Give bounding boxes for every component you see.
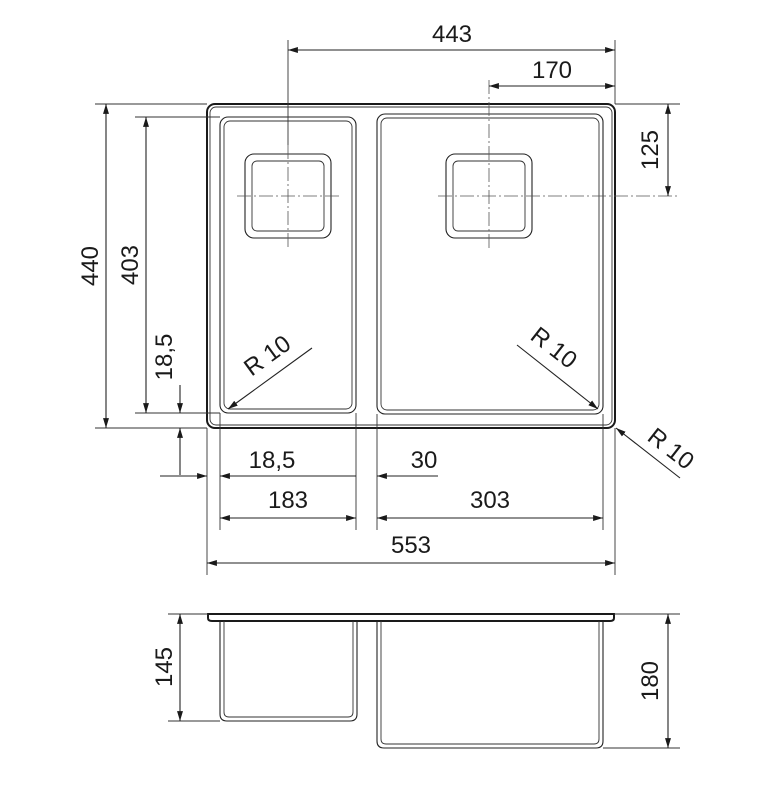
small-drain-inner: [251, 160, 325, 232]
side-view: 145 180: [151, 613, 680, 749]
dim-label-30: 30: [411, 447, 438, 474]
side-small-bowl: [219, 621, 358, 722]
large-bowl: [376, 113, 604, 415]
large-bowl-inner: [380, 117, 600, 411]
dim-label-440: 440: [77, 246, 104, 286]
side-small-bowl-inner: [223, 621, 354, 718]
dim-label-18-5-vertical: 18,5: [151, 334, 178, 381]
outer-rim-inner: [209, 106, 613, 426]
radius-leader-outer: [615, 427, 681, 479]
dim-label-403: 403: [117, 245, 144, 285]
dim-label-170: 170: [532, 57, 572, 84]
radius-label-large-bowl: R 10: [525, 322, 582, 374]
radius-label-outer: R 10: [642, 423, 699, 475]
outer-rim: [206, 103, 616, 429]
dim-label-183: 183: [268, 487, 308, 514]
dim-label-125: 125: [637, 130, 664, 170]
side-large-bowl-inner: [380, 621, 600, 745]
side-rim: [207, 613, 615, 622]
side-large-bowl: [376, 621, 604, 749]
dim-label-303: 303: [470, 487, 510, 514]
dim-label-18-5-horizontal: 18,5: [249, 447, 296, 474]
dim-label-553: 553: [391, 532, 431, 559]
radius-label-small-bowl: R 10: [239, 330, 296, 382]
dim-label-180: 180: [637, 661, 664, 701]
dim-label-145: 145: [151, 647, 178, 687]
dim-label-443: 443: [432, 21, 472, 48]
radius-leader-small-bowl: [227, 347, 313, 410]
top-view: 443 170 125 440 403 18,5 18,5 30 183 303: [77, 21, 699, 575]
radius-leader-large-bowl: [516, 344, 599, 410]
